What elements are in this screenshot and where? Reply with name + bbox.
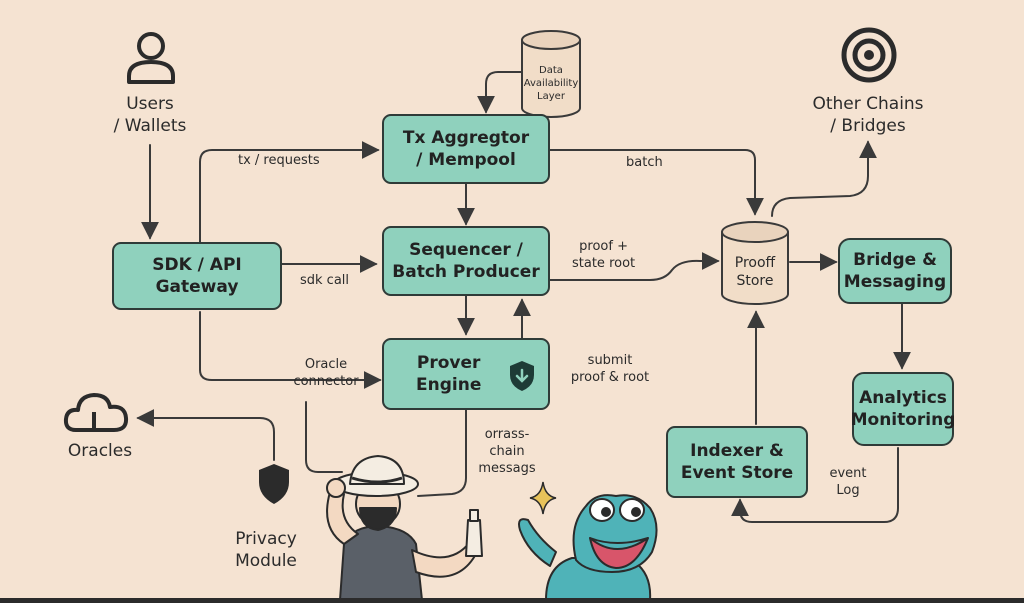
sdk-gateway-box[interactable]: SDK / API Gateway — [112, 242, 282, 310]
edge-sdk-tx — [199, 141, 380, 243]
edge-analytics-indexer — [731, 447, 899, 523]
edge-tx-proofstore — [549, 149, 764, 216]
bridge-messaging-box[interactable]: Bridge & Messaging — [838, 238, 952, 304]
oracle-connector-label: Oracle connector — [293, 357, 359, 389]
oracles-label: Oracles — [67, 441, 133, 461]
edge-prover-crosschain — [417, 409, 467, 497]
indexer-event-store-box[interactable]: Indexer & Event Store — [666, 426, 808, 498]
privacy-shield-icon — [259, 464, 289, 504]
prover-engine-label: Prover Engine — [416, 353, 482, 395]
edge-privacy-oracles — [136, 409, 275, 461]
data-availability-label: Data Availability Layer — [523, 65, 579, 102]
users-label: Users / Wallets — [113, 94, 187, 136]
edge-person-connector — [305, 401, 343, 473]
event-log-label: event Log — [829, 466, 867, 498]
bottom-border — [0, 598, 1024, 603]
cross-chain-messages-label: orrass- chain messags — [478, 427, 536, 476]
prover-engine-box[interactable]: Prover Engine — [382, 338, 550, 410]
person-illustration — [326, 455, 483, 600]
edge-sdk-prover — [199, 311, 382, 389]
edge-proofstore-otherchains — [771, 140, 877, 217]
analytics-monitoring-box[interactable]: Analytics Monitoring — [851, 372, 955, 446]
sdk-call-label: sdk call — [300, 273, 350, 288]
tx-requests-label: tx / requests — [238, 153, 320, 168]
edge-datalayer-tx — [477, 71, 523, 114]
tx-aggregator-box[interactable]: Tx Aggregtor / Mempool — [382, 114, 550, 184]
proof-state-root-label: proof + state root — [572, 239, 636, 271]
target-icon — [841, 27, 897, 83]
edge-sequencer-proofstore — [549, 252, 720, 281]
user-icon — [127, 32, 175, 84]
other-chains-label: Other Chains / Bridges — [812, 94, 924, 136]
proof-store-cylinder — [721, 221, 789, 305]
proof-store-label: Prooff Store — [734, 255, 776, 289]
submit-proof-label: submit proof & root — [570, 353, 650, 385]
sparkle-icon — [529, 481, 557, 515]
security-shield-icon — [510, 361, 534, 391]
privacy-label: Privacy Module — [235, 529, 297, 571]
frog-mascot-illustration — [518, 494, 658, 600]
batch-label: batch — [626, 155, 663, 170]
cloud-icon — [63, 393, 129, 432]
sequencer-box[interactable]: Sequencer / Batch Producer — [382, 226, 550, 296]
data-availability-cylinder — [521, 30, 581, 118]
